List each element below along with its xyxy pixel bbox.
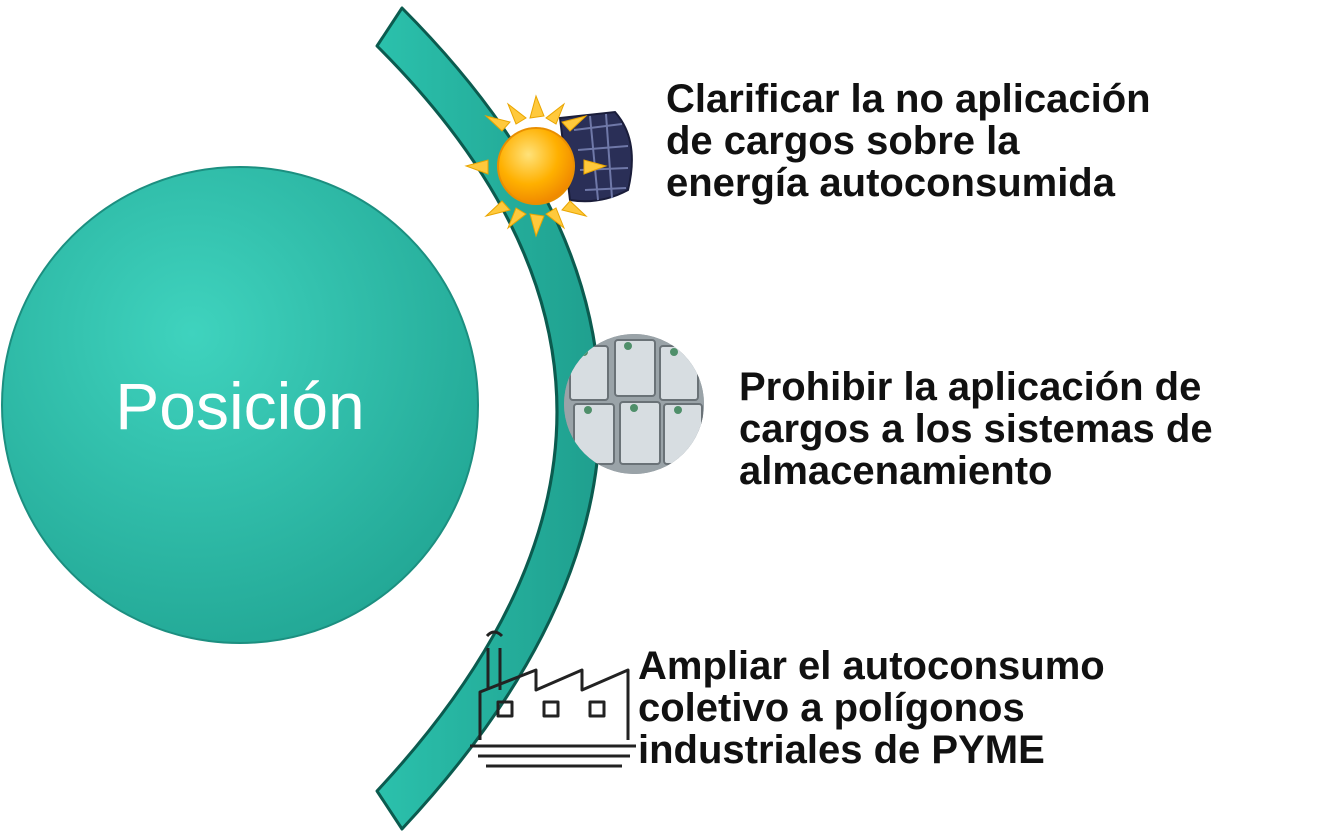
center-label: Posición (115, 369, 365, 443)
center-circle (1, 166, 479, 644)
item-3-text: Ampliar el autoconsumo coletivo a polígo… (638, 644, 1105, 772)
item-2-text: Prohibir la aplicación de cargos a los s… (739, 365, 1213, 493)
arc-band (375, 6, 602, 831)
batteries-icon (564, 334, 704, 474)
sun-solar-panel-icon (464, 94, 633, 238)
factory-icon (470, 630, 636, 768)
item-1-text: Clarificar la no aplicación de cargos so… (666, 77, 1151, 205)
